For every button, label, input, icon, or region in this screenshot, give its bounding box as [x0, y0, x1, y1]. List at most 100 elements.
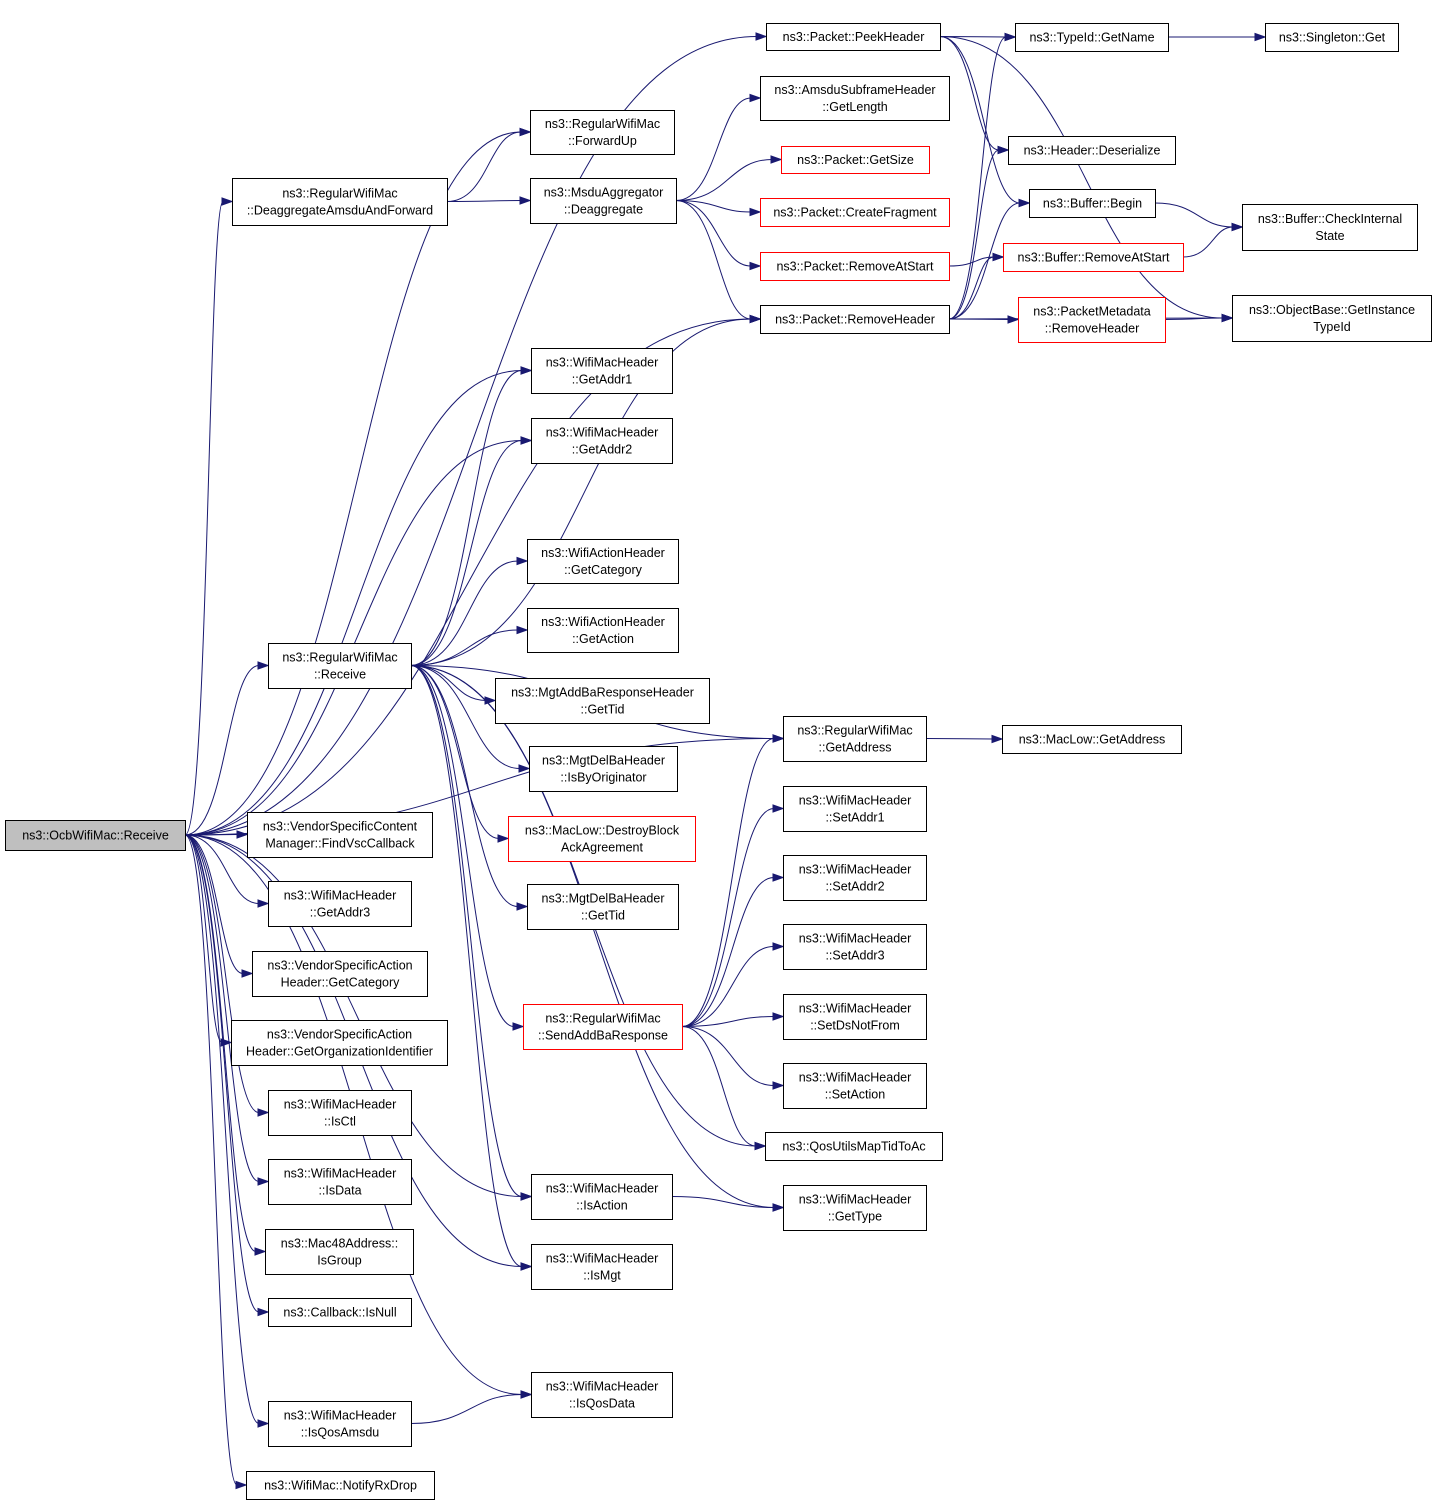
- edge-send-add-ba-response-to-set-addr1: [681, 808, 775, 1027]
- node-label: IsGroup: [317, 1254, 362, 1268]
- edge-regular-receive-to-packet-remove-header: [410, 318, 752, 666]
- node-box: [783, 1063, 927, 1109]
- node-set-action[interactable]: ns3::WifiMacHeader::SetAction: [783, 1063, 927, 1109]
- edge-arrowhead: [484, 696, 497, 705]
- node-mac-low-get-address[interactable]: ns3::MacLow::GetAddress: [1002, 725, 1182, 754]
- node-get-type[interactable]: ns3::WifiMacHeader::GetType: [783, 1185, 927, 1231]
- edge-msdu-deaggregate-to-create-fragment: [675, 200, 752, 213]
- edge-arrowhead: [772, 873, 785, 882]
- node-regular-get-address[interactable]: ns3::RegularWifiMac::GetAddress: [783, 716, 927, 762]
- node-msdu-deaggregate[interactable]: ns3::MsduAggregator::Deaggregate: [530, 178, 677, 224]
- node-set-addr3[interactable]: ns3::WifiMacHeader::SetAddr3: [783, 924, 927, 970]
- node-header-deserialize[interactable]: ns3::Header::Deserialize: [1008, 136, 1176, 165]
- node-qos-utils-map-tid-to-ac[interactable]: ns3::QosUtilsMapTidToAc: [765, 1132, 943, 1161]
- node-vsa-get-org-id[interactable]: ns3::VendorSpecificActionHeader::GetOrga…: [231, 1020, 448, 1066]
- node-set-addr2[interactable]: ns3::WifiMacHeader::SetAddr2: [783, 855, 927, 901]
- node-vsa-get-category[interactable]: ns3::VendorSpecificActionHeader::GetCate…: [252, 951, 428, 997]
- node-box: [531, 1174, 673, 1220]
- edge-arrowhead: [241, 969, 254, 978]
- node-packet-get-size[interactable]: ns3::Packet::GetSize: [781, 146, 930, 174]
- node-set-ds-not-from[interactable]: ns3::WifiMacHeader::SetDsNotFrom: [783, 994, 927, 1040]
- node-is-mgt[interactable]: ns3::WifiMacHeader::IsMgt: [531, 1244, 673, 1290]
- edge-regular-receive-to-is-mgt: [410, 665, 523, 1267]
- nodes-layer: ns3::OcbWifiMac::Receive ns3::Packet::Pee…: [5, 23, 1432, 1500]
- node-action-get-action[interactable]: ns3::WifiActionHeader::GetAction: [527, 608, 679, 653]
- edge-send-add-ba-response-to-set-ds-not-from: [681, 1016, 775, 1027]
- node-callback-is-null[interactable]: ns3::Callback::IsNull: [268, 1298, 412, 1327]
- edge-is-action-to-get-type: [671, 1196, 775, 1208]
- node-add-ba-resp-get-tid[interactable]: ns3::MgtAddBaResponseHeader::GetTid: [495, 678, 710, 724]
- node-box: [5, 820, 186, 851]
- node-box: [760, 252, 950, 281]
- edge-regular-receive-to-del-ba-is-by-originator: [410, 665, 521, 769]
- node-send-add-ba-response[interactable]: ns3::RegularWifiMac::SendAddBaResponse: [523, 1004, 683, 1050]
- node-del-ba-get-tid[interactable]: ns3::MgtDelBaHeader::GetTid: [527, 884, 679, 930]
- node-box: [252, 951, 428, 997]
- edge-msdu-deaggregate-to-packet-remove-header: [675, 200, 752, 320]
- node-box: [1008, 136, 1176, 165]
- edge-root-to-vsa-get-category: [184, 834, 244, 974]
- node-packet-remove-at-start[interactable]: ns3::Packet::RemoveAtStart: [760, 252, 950, 281]
- node-find-vsc-callback[interactable]: ns3::VendorSpecificContentManager::FindV…: [247, 812, 433, 858]
- node-label: ::GetTid: [581, 909, 625, 923]
- edge-regular-receive-to-is-action: [410, 665, 523, 1197]
- node-peek-header[interactable]: ns3::Packet::PeekHeader: [766, 23, 941, 51]
- node-label: ns3::WifiMacHeader: [284, 1098, 397, 1112]
- node-box: [760, 198, 950, 227]
- edge-arrowhead: [772, 804, 785, 813]
- node-get-addr2[interactable]: ns3::WifiMacHeader::GetAddr2: [531, 418, 673, 464]
- node-buffer-remove-at-start[interactable]: ns3::Buffer::RemoveAtStart: [1003, 243, 1184, 272]
- node-label: AckAgreement: [561, 841, 644, 855]
- node-box: [247, 812, 433, 858]
- edge-arrowhead: [1007, 315, 1020, 324]
- edge-arrowhead: [512, 1022, 525, 1031]
- node-label: ns3::Header::Deserialize: [1024, 144, 1161, 158]
- node-box: [1265, 23, 1399, 52]
- node-notify-rx-drop[interactable]: ns3::WifiMac::NotifyRxDrop: [246, 1471, 435, 1500]
- node-create-fragment[interactable]: ns3::Packet::CreateFragment: [760, 198, 950, 227]
- edge-root-to-notify-rx-drop: [184, 834, 238, 1486]
- node-box: [265, 1229, 414, 1275]
- node-box: [783, 716, 927, 762]
- node-is-qos-amsdu[interactable]: ns3::WifiMacHeader::IsQosAmsdu: [268, 1401, 412, 1447]
- node-label: ns3::ObjectBase::GetInstance: [1249, 303, 1415, 317]
- node-amsdu-get-length[interactable]: ns3::AmsduSubframeHeader::GetLength: [760, 76, 950, 121]
- edge-arrowhead: [749, 93, 762, 103]
- node-regular-receive[interactable]: ns3::RegularWifiMac::Receive: [268, 643, 412, 689]
- node-metadata-remove-header[interactable]: ns3::PacketMetadata::RemoveHeader: [1018, 297, 1166, 343]
- edge-regular-receive-to-get-type: [410, 665, 775, 1208]
- node-del-ba-is-by-originator[interactable]: ns3::MgtDelBaHeader::IsByOriginator: [529, 746, 678, 792]
- edge-peek-header-to-buffer-begin: [939, 36, 1021, 204]
- node-label: ns3::Buffer::Begin: [1043, 197, 1142, 211]
- node-label: Manager::FindVscCallback: [265, 837, 415, 851]
- node-singleton-get[interactable]: ns3::Singleton::Get: [1265, 23, 1399, 52]
- edge-msdu-deaggregate-to-packet-remove-at-start: [675, 200, 752, 267]
- node-root[interactable]: ns3::OcbWifiMac::Receive: [5, 820, 186, 851]
- node-is-action[interactable]: ns3::WifiMacHeader::IsAction: [531, 1174, 673, 1220]
- node-is-group[interactable]: ns3::Mac48Address::IsGroup: [265, 1229, 414, 1275]
- edge-arrowhead: [520, 366, 533, 375]
- node-is-ctl[interactable]: ns3::WifiMacHeader::IsCtl: [268, 1090, 412, 1136]
- node-deaggregate-amsdu[interactable]: ns3::RegularWifiMac::DeaggregateAmsduAnd…: [232, 178, 448, 226]
- node-forward-up[interactable]: ns3::RegularWifiMac::ForwardUp: [530, 110, 675, 155]
- node-action-get-category[interactable]: ns3::WifiActionHeader::GetCategory: [527, 539, 679, 584]
- node-label: ::IsMgt: [583, 1269, 621, 1283]
- node-packet-remove-header[interactable]: ns3::Packet::RemoveHeader: [760, 305, 950, 334]
- node-buffer-begin[interactable]: ns3::Buffer::Begin: [1029, 189, 1156, 218]
- node-get-addr3[interactable]: ns3::WifiMacHeader::GetAddr3: [268, 881, 412, 927]
- node-box: [530, 178, 677, 224]
- edge-arrowhead: [497, 834, 510, 843]
- edge-arrowhead: [992, 252, 1005, 262]
- edge-arrowhead: [772, 1203, 785, 1212]
- node-get-addr1[interactable]: ns3::WifiMacHeader::GetAddr1: [531, 348, 673, 394]
- edge-arrowhead: [755, 32, 768, 41]
- node-type-id-get-name[interactable]: ns3::TypeId::GetName: [1015, 23, 1169, 52]
- node-box: [268, 881, 412, 927]
- node-set-addr1[interactable]: ns3::WifiMacHeader::SetAddr1: [783, 786, 927, 832]
- edge-packet-remove-at-start-to-buffer-remove-at-start: [948, 256, 995, 267]
- node-is-data[interactable]: ns3::WifiMacHeader::IsData: [268, 1159, 412, 1205]
- node-is-qos-data[interactable]: ns3::WifiMacHeader::IsQosData: [531, 1372, 673, 1418]
